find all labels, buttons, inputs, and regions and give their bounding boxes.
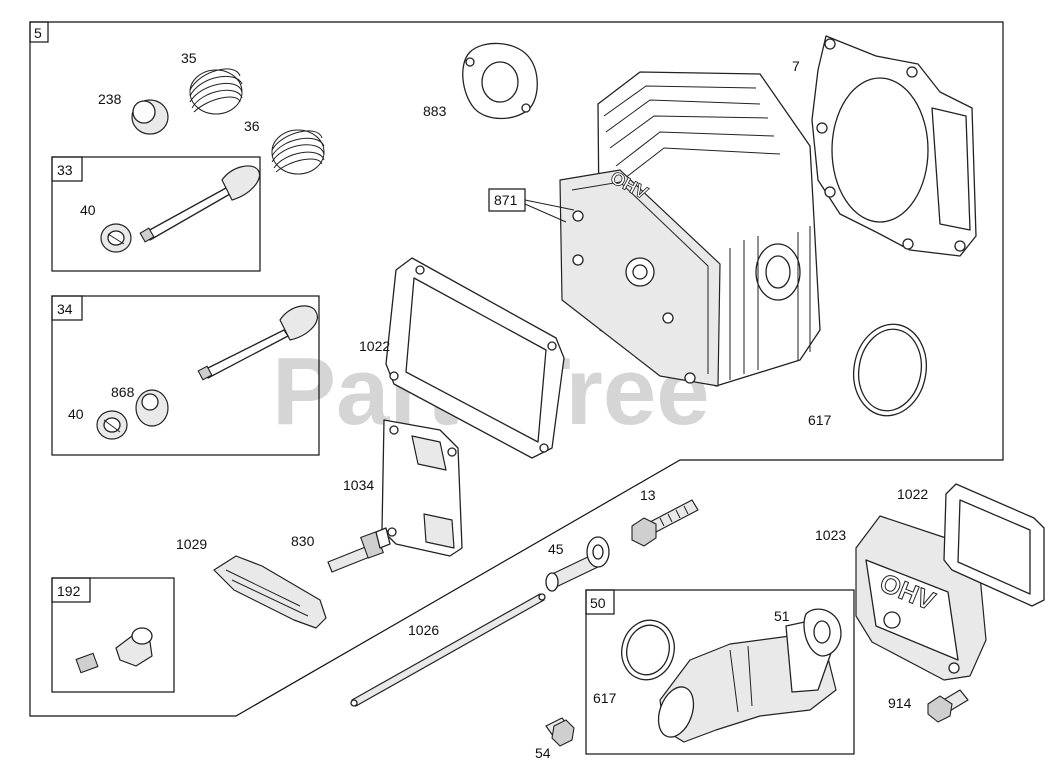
- callout-617a: 617: [808, 412, 832, 428]
- callout-1026: 1026: [408, 622, 439, 638]
- group-33-frame: [51, 156, 261, 272]
- callout-868: 868: [111, 384, 135, 400]
- group-5-tag: [29, 21, 49, 43]
- callout-1029: 1029: [176, 536, 207, 552]
- o-ring-617a: [853, 323, 927, 417]
- callout-36: 36: [244, 118, 260, 134]
- exhaust-valve: [197, 305, 318, 381]
- group-50-frame: [585, 589, 855, 755]
- group-34-label: 34: [57, 301, 73, 317]
- group-50-label: 50: [590, 595, 606, 611]
- bolt-914: [927, 689, 969, 723]
- gasket-883: [462, 42, 538, 120]
- callout-871-group: 871: [488, 188, 575, 223]
- group-50-tag: [585, 589, 615, 615]
- valve-keeper-40b: [96, 410, 128, 440]
- group-33-label: 33: [57, 162, 73, 178]
- intake-manifold: [657, 619, 837, 743]
- callout-914: 914: [888, 695, 912, 711]
- callout-1034: 1034: [343, 477, 374, 493]
- group-192-tag: [51, 577, 91, 603]
- group-33-tag: [51, 156, 83, 182]
- group-5-label: 5: [34, 25, 42, 41]
- callout-1022b: 1022: [897, 486, 928, 502]
- group-192-label: 192: [57, 583, 81, 599]
- rocker-stud-830: [327, 527, 391, 573]
- callout-51: 51: [774, 608, 790, 624]
- o-ring-617b: [621, 619, 675, 681]
- valve-seal-868: [135, 389, 169, 427]
- intake-valve: [139, 165, 261, 243]
- callout-13: 13: [640, 487, 656, 503]
- callout-871: 871: [494, 192, 518, 208]
- callout-617b: 617: [593, 690, 617, 706]
- breather-plate-1034: [381, 419, 463, 557]
- guide-45: [545, 536, 610, 592]
- valve-spring-35: [189, 68, 243, 115]
- bolt-13: [631, 499, 699, 547]
- valve-keeper-40a: [100, 223, 132, 253]
- callout-54: 54: [535, 745, 551, 761]
- group-192-frame: [51, 577, 175, 693]
- callout-238: 238: [98, 91, 122, 107]
- callout-40b: 40: [68, 406, 84, 422]
- valve-cap-238: [131, 99, 169, 135]
- callout-45: 45: [548, 541, 564, 557]
- push-rod-1026: [350, 593, 546, 707]
- callout-35: 35: [181, 50, 197, 66]
- screw-54: [545, 717, 575, 747]
- rocker-arm-1029: [213, 555, 327, 629]
- callout-883: 883: [423, 103, 447, 119]
- valve-spring-36: [271, 129, 325, 175]
- callout-830: 830: [291, 533, 315, 549]
- group-5-frame: [29, 21, 1004, 717]
- callout-1023: 1023: [815, 527, 846, 543]
- callout-7: 7: [792, 58, 800, 74]
- callout-40a: 40: [80, 202, 96, 218]
- group-34-frame: [51, 295, 320, 456]
- callout-1022a: 1022: [359, 338, 390, 354]
- cover-gasket-1022a: [385, 257, 565, 459]
- gasket-51: [803, 608, 842, 657]
- cover-gasket-1022b: [943, 483, 1045, 607]
- adjuster-screw-192: [75, 627, 153, 674]
- cylinder-head: OHV: [559, 71, 821, 387]
- head-gasket-7: [811, 35, 977, 257]
- group-34-tag: [51, 295, 83, 321]
